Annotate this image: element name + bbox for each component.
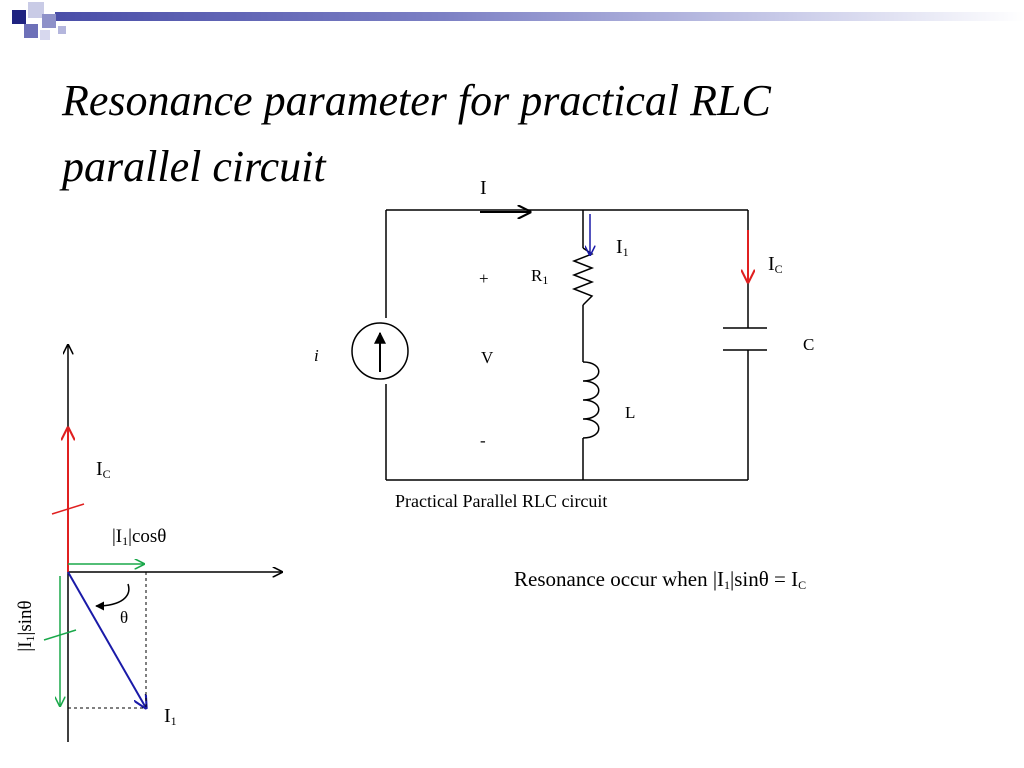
source-label: i — [314, 346, 319, 365]
voltage-label: V — [481, 348, 494, 367]
title-line-1: Resonance parameter for practical RLC — [62, 76, 771, 125]
inductor-label: L — [625, 403, 636, 422]
cos-component-label: |I1|cosθ — [112, 526, 166, 548]
cos-label-part-a: |I — [112, 526, 123, 547]
ic-tick-mark — [51, 503, 85, 515]
slide-title: Resonance parameter for practical RLC pa… — [62, 68, 962, 200]
deco-square — [40, 30, 50, 40]
inductor-symbol — [582, 361, 600, 439]
i1-phasor-label: I1 — [164, 705, 177, 727]
capacitor-current-label: IC — [768, 253, 783, 275]
resonance-subscript-2: C — [798, 578, 807, 592]
resonance-subscript-1: 1 — [724, 578, 731, 592]
i1-phasor-subscript: 1 — [170, 714, 177, 728]
header-decoration — [0, 0, 1024, 50]
deco-square — [12, 10, 26, 24]
minus-sign: - — [480, 431, 486, 450]
resistor-symbol — [571, 247, 595, 306]
capacitor-current-subscript: C — [774, 262, 783, 276]
sin-tick-mark — [43, 629, 77, 641]
cos-label-part-b: |cosθ — [128, 526, 167, 547]
resonance-text-part-a: Resonance occur when |I — [514, 567, 725, 591]
theta-label: θ — [120, 608, 129, 627]
resistor-text: R — [531, 266, 543, 285]
capacitor-current-text: I — [768, 253, 775, 275]
branch-current-label: I1 — [616, 236, 629, 258]
resistor-subscript: 1 — [542, 273, 549, 287]
current-source-symbol — [351, 322, 409, 380]
i1-phasor — [67, 571, 146, 708]
branch-current-text: I — [616, 236, 623, 258]
deco-square — [42, 14, 56, 28]
total-current-label: I — [480, 177, 487, 199]
sin-label-part-b: |sinθ — [15, 600, 36, 636]
circuit-wires — [385, 209, 749, 481]
total-current-text: I — [480, 177, 487, 199]
phasor-axes — [68, 345, 282, 742]
sin-label-part-a: |I — [15, 641, 36, 652]
deco-square — [24, 24, 38, 38]
ic-phasor-subscript: C — [102, 467, 111, 481]
deco-square — [28, 2, 44, 18]
sin-component-label: |I1|sinθ — [15, 576, 37, 676]
branch-current-subscript: 1 — [622, 245, 629, 259]
ic-phasor-text: I — [96, 458, 103, 480]
ic-phasor-label: IC — [96, 458, 111, 480]
projection-lines — [68, 572, 147, 709]
theta-arc — [95, 583, 130, 611]
circuit-caption: Practical Parallel RLC circuit — [395, 491, 608, 511]
header-gradient-bar — [55, 12, 1024, 21]
capacitor-label: C — [803, 335, 815, 354]
resonance-condition: Resonance occur when |I1|sinθ = IC — [514, 567, 807, 592]
plus-sign: + — [479, 269, 489, 288]
sin-label-subscript: 1 — [23, 635, 37, 642]
title-line-2: parallel circuit — [62, 142, 326, 191]
cos-label-subscript: 1 — [122, 534, 129, 548]
resistor-label: R1 — [531, 265, 548, 287]
i1-phasor-text: I — [164, 705, 171, 727]
resonance-text-part-b: |sinθ = I — [730, 567, 799, 591]
capacitor-symbol — [723, 327, 767, 351]
deco-square — [58, 26, 66, 34]
